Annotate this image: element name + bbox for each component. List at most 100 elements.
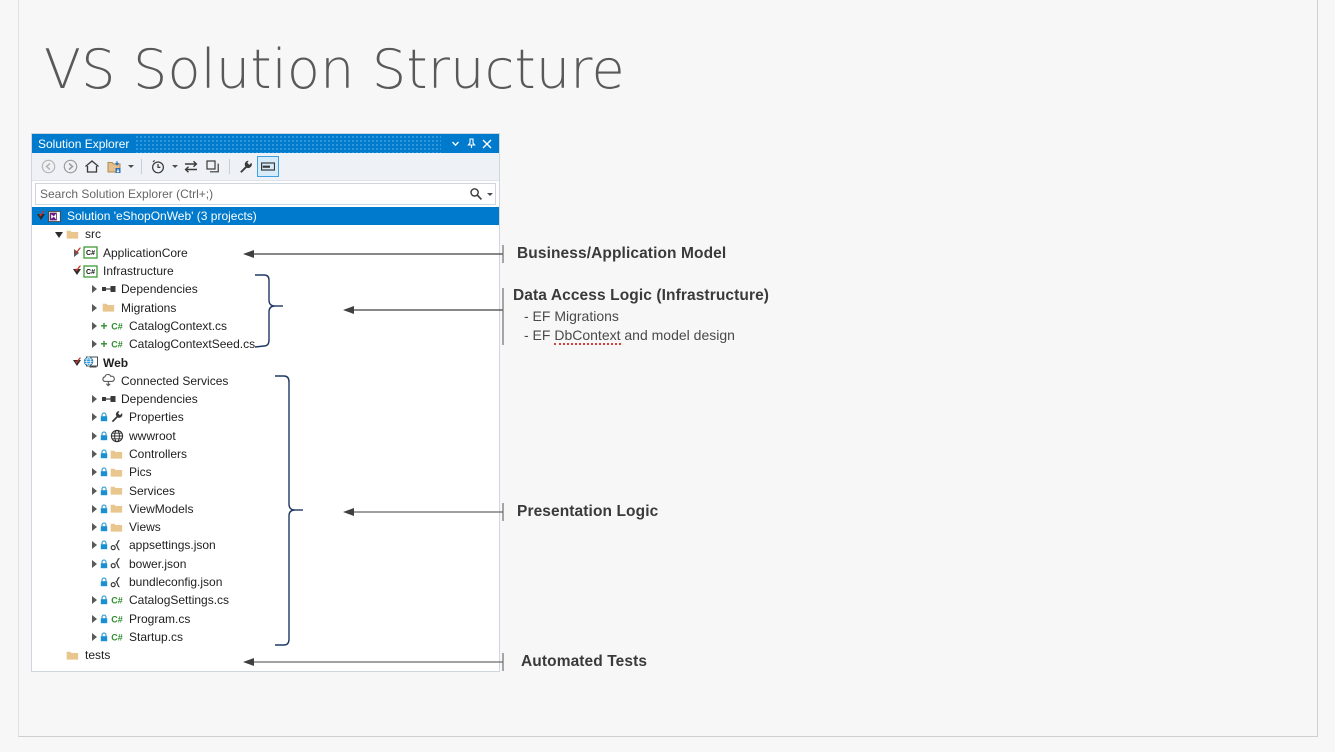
lock-icon (100, 610, 108, 628)
tree-item-services[interactable]: Services (32, 481, 499, 499)
sync-folder-icon[interactable] (103, 156, 125, 177)
preview-pane-icon[interactable] (257, 156, 279, 177)
tree-item-label: Controllers (129, 447, 188, 461)
tree-item-web[interactable]: ✓Web (32, 353, 499, 371)
tree-item-appsettings-json[interactable]: appsettings.json (32, 536, 499, 554)
annotation-tests: Automated Tests (521, 653, 647, 671)
tree-item-views[interactable]: Views (32, 518, 499, 536)
csharp-file-icon: C# (108, 317, 125, 335)
annotation-data-access-bullet-2: - EF DbContext and model design (513, 327, 769, 345)
expand-chevron-right-icon[interactable] (89, 591, 100, 609)
close-icon[interactable] (479, 135, 495, 152)
expand-chevron-right-icon[interactable] (89, 280, 100, 298)
json-file-icon (108, 573, 125, 591)
svg-text:C#: C# (111, 596, 123, 606)
wrench-icon[interactable] (235, 156, 257, 177)
back-icon[interactable] (37, 156, 59, 177)
bullet2-prefix: - EF (524, 327, 555, 343)
csharp-file-icon: C# (108, 335, 125, 353)
lock-icon (100, 536, 108, 554)
globe-icon (108, 427, 125, 445)
collapse-all-icon[interactable] (202, 156, 224, 177)
tree-item-connected-services[interactable]: Connected Services (32, 372, 499, 390)
tree-item-bundleconfig-json[interactable]: bundleconfig.json (32, 573, 499, 591)
solution-folder-icon (64, 225, 81, 243)
tree-item-catalogcontext-cs[interactable]: +C#CatalogContext.cs (32, 317, 499, 335)
sync-dropdown-chevron-down-icon[interactable] (125, 156, 136, 177)
tree-item-tests[interactable]: tests (32, 646, 499, 664)
expand-chevron-right-icon[interactable] (89, 427, 100, 445)
tree-item-src[interactable]: src (32, 225, 499, 243)
search-input[interactable]: Search Solution Explorer (Ctrl+;) (35, 183, 496, 205)
expand-chevron-right-icon[interactable] (89, 299, 100, 317)
tree-item-bower-json[interactable]: bower.json (32, 555, 499, 573)
tree-item-viewmodels[interactable]: ViewModels (32, 500, 499, 518)
collapse-chevron-down-icon[interactable] (71, 354, 82, 372)
csharp-file-icon: C# (108, 610, 125, 628)
annotation-data-access: Data Access Logic (Infrastructure) - EF … (513, 287, 769, 345)
tree-item-solution-eshoponweb-3-projects[interactable]: ✓Solution 'eShopOnWeb' (3 projects) (32, 207, 499, 226)
expand-chevron-right-icon[interactable] (89, 335, 100, 353)
bullet2-misspelled-word: DbContext (554, 327, 621, 345)
magnifier-icon[interactable] (467, 187, 485, 201)
lock-icon (100, 591, 108, 609)
expand-chevron-right-icon[interactable] (89, 628, 100, 646)
lock-icon (100, 500, 108, 518)
expand-chevron-right-icon[interactable] (89, 536, 100, 554)
expand-chevron-right-icon[interactable] (71, 244, 82, 262)
tree-item-infrastructure[interactable]: C#✓Infrastructure (32, 262, 499, 280)
collapse-chevron-down-icon[interactable] (53, 225, 64, 243)
lock-icon (100, 445, 108, 463)
svg-text:C#: C# (111, 322, 123, 332)
forward-icon[interactable] (59, 156, 81, 177)
expand-chevron-right-icon[interactable] (89, 408, 100, 426)
source-control-checked-in-icon: ✓ (74, 355, 83, 367)
tree-item-catalogcontextseed-cs[interactable]: +C#CatalogContextSeed.cs (32, 335, 499, 353)
expand-chevron-right-icon[interactable] (89, 445, 100, 463)
expand-chevron-right-icon[interactable] (89, 555, 100, 573)
solution-explorer-toolbar (32, 153, 499, 181)
tree-item-dependencies[interactable]: Dependencies (32, 280, 499, 298)
tree-item-pics[interactable]: Pics (32, 463, 499, 481)
vs-solution-icon: ✓ (38, 207, 63, 225)
expand-chevron-right-icon[interactable] (89, 482, 100, 500)
csharp-file-icon: C# (108, 628, 125, 646)
collapse-chevron-down-icon[interactable] (35, 207, 46, 225)
tree-item-applicationcore[interactable]: C#✓ApplicationCore (32, 244, 499, 262)
lock-icon (100, 573, 108, 591)
expand-chevron-right-icon[interactable] (89, 518, 100, 536)
expand-chevron-right-icon[interactable] (89, 500, 100, 518)
search-options-chevron-down-icon[interactable] (485, 192, 495, 196)
expand-chevron-right-icon[interactable] (89, 610, 100, 628)
tree-item-wwwroot[interactable]: wwwroot (32, 427, 499, 445)
folder-icon (108, 482, 125, 500)
tree-item-program-cs[interactable]: C# Program.cs (32, 610, 499, 628)
collapse-chevron-down-icon[interactable] (71, 262, 82, 280)
tree-item-migrations[interactable]: Migrations (32, 298, 499, 316)
wrench-icon (108, 408, 125, 426)
lock-icon (100, 408, 108, 426)
slide-frame (18, 0, 1318, 737)
dependencies-icon (100, 390, 117, 408)
expand-chevron-right-icon[interactable] (89, 317, 100, 335)
json-file-icon (108, 555, 125, 573)
refresh-icon[interactable] (180, 156, 202, 177)
tree-item-catalogsettings-cs[interactable]: C#CatalogSettings.cs (32, 591, 499, 609)
tree-expander-empty (89, 372, 100, 390)
expand-chevron-right-icon[interactable] (89, 463, 100, 481)
tree-item-label: Program.cs (129, 611, 191, 626)
tree-item-startup-cs[interactable]: C#Startup.cs (32, 628, 499, 646)
filter-dropdown-chevron-down-icon[interactable] (169, 156, 180, 177)
csharp-project-icon: C#✓ (74, 244, 99, 262)
expand-chevron-right-icon[interactable] (89, 390, 100, 408)
tree-item-properties[interactable]: Properties (32, 408, 499, 426)
tree-item-label: ViewModels (129, 501, 194, 516)
annotation-business: Business/Application Model (517, 245, 726, 263)
window-menu-icon[interactable] (447, 135, 463, 152)
tree-item-controllers[interactable]: Controllers (32, 445, 499, 463)
home-icon[interactable] (81, 156, 103, 177)
tree-item-dependencies[interactable]: Dependencies (32, 390, 499, 408)
lock-icon (100, 555, 108, 573)
auto-hide-pin-icon[interactable] (463, 135, 479, 152)
clock-icon[interactable] (147, 156, 169, 177)
